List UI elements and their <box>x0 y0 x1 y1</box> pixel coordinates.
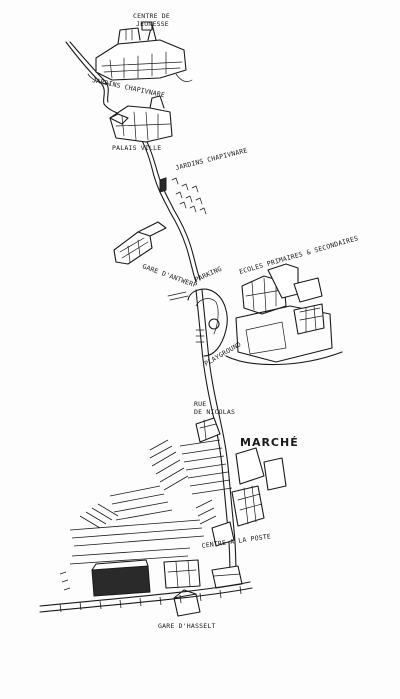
label-rue-sub: DE NICOLAS <box>194 408 235 416</box>
main-route <box>65 41 237 581</box>
label-marche: MARCHÉ <box>240 436 299 449</box>
label-centre-line1: CENTRE DE <box>133 12 170 20</box>
rail-lines <box>39 581 253 613</box>
label-parking: PARKING <box>194 265 224 284</box>
label-playground: PLAYGROUND <box>203 340 243 367</box>
label-ecoles: ECOLES PRIMAIRES & SECONDAIRES <box>238 234 359 276</box>
jardins-mid-houses <box>159 177 207 215</box>
label-rue: RUE <box>194 400 206 408</box>
label-jardins-mid: JARDINS CHAPIVNARE <box>175 146 249 172</box>
label-centre-ville: CENTRE A LA POSTE <box>201 532 271 550</box>
label-gare-hasselt: GARE D'HASSELT <box>158 622 216 630</box>
town-hatching <box>59 439 233 591</box>
label-palais: PALAIS VILLE <box>112 144 161 152</box>
label-centre-line2: JEUNESSE <box>136 20 169 28</box>
station-buildings <box>91 559 243 617</box>
label-gare-antwerp: GARE D'ANTWERP <box>141 262 198 289</box>
ecoles-buildings <box>225 263 343 366</box>
centre-jeunesse-building <box>87 21 193 85</box>
rue-building <box>195 417 221 443</box>
town-buildings <box>211 447 287 547</box>
parking-area <box>167 288 228 357</box>
gare-antwerp-building <box>113 221 167 265</box>
palais-building <box>109 95 173 143</box>
